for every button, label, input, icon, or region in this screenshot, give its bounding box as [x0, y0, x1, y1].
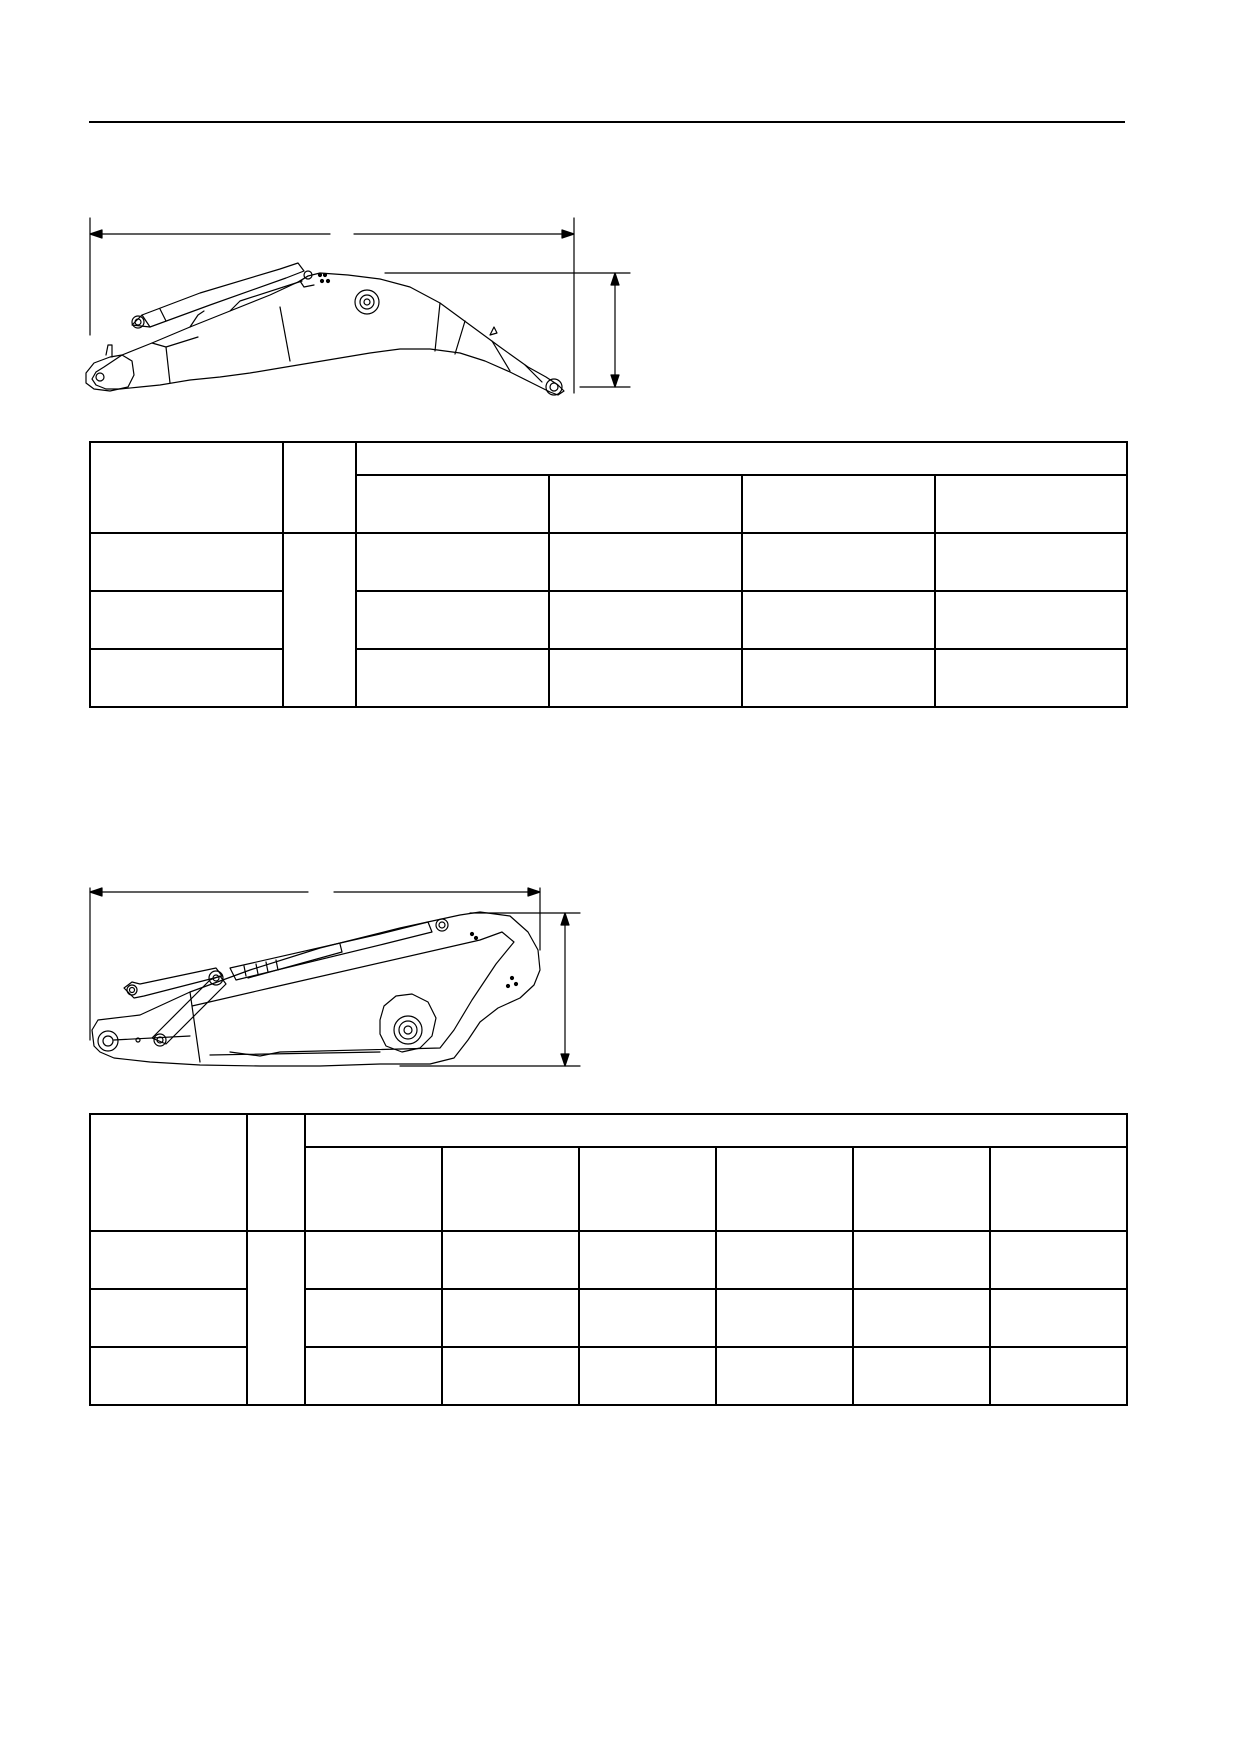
table-subheader-row — [90, 474, 1128, 534]
table-cell — [852, 1346, 991, 1406]
table-cell — [441, 1288, 580, 1348]
excavator-arm-side-view-icon — [89, 887, 581, 1067]
column-header-cell — [548, 474, 743, 534]
table-cell — [578, 1288, 717, 1348]
table-cell — [355, 590, 550, 650]
table-cell — [852, 1230, 991, 1290]
column-header-cell — [578, 1146, 717, 1232]
table-row — [89, 1346, 1129, 1406]
unit-header-cell — [282, 441, 357, 534]
table-cell — [441, 1230, 580, 1290]
arm-drawing — [80, 880, 590, 1072]
column-header-cell — [304, 1146, 443, 1232]
boom-spec-table — [89, 441, 1128, 708]
column-header-cell — [934, 474, 1128, 534]
row-label-cell — [89, 532, 284, 592]
column-header-cell — [988, 1146, 1129, 1232]
table-cell — [852, 1288, 991, 1348]
table-cell — [988, 1288, 1129, 1348]
row-label-cell — [89, 648, 284, 708]
boom-drawing — [80, 215, 640, 400]
table-cell — [715, 1288, 854, 1348]
column-header-cell — [852, 1146, 991, 1232]
table-cell — [355, 532, 550, 592]
group-header-cell — [355, 441, 1128, 476]
table-cell — [988, 1230, 1129, 1290]
row-label-cell — [89, 1230, 248, 1290]
column-header-cell — [741, 474, 936, 534]
table-cell — [578, 1346, 717, 1406]
unit-cell — [282, 532, 357, 708]
table-row — [89, 1288, 1129, 1348]
table-cell — [304, 1288, 443, 1348]
table-cell — [441, 1346, 580, 1406]
table-row — [89, 590, 1128, 650]
table-row — [89, 648, 1128, 708]
column-header-cell — [355, 474, 550, 534]
table-subheader-row — [90, 1146, 1129, 1232]
table-cell — [934, 590, 1128, 650]
row-label-cell — [89, 1288, 248, 1348]
table-cell — [304, 1230, 443, 1290]
group-header-cell — [303, 1113, 1129, 1148]
table-cell — [934, 532, 1128, 592]
unit-header-cell — [246, 1113, 306, 1232]
unit-cell — [246, 1230, 306, 1406]
excavator-boom-side-view-icon — [85, 217, 631, 396]
header-cell — [89, 1113, 248, 1232]
table-header-row — [89, 1113, 1129, 1232]
table-cell — [988, 1346, 1129, 1406]
table-cell — [548, 532, 743, 592]
table-cell — [548, 590, 743, 650]
table-cell — [578, 1230, 717, 1290]
header-rule — [89, 121, 1125, 123]
table-cell — [304, 1346, 443, 1406]
table-cell — [355, 648, 550, 708]
table-row — [89, 532, 1128, 708]
arm-spec-table — [89, 1113, 1129, 1406]
table-cell — [741, 648, 936, 708]
header-cell — [89, 441, 284, 534]
table-row — [89, 1230, 1129, 1406]
row-label-cell — [89, 590, 284, 650]
table-cell — [548, 648, 743, 708]
column-header-cell — [441, 1146, 580, 1232]
column-header-cell — [715, 1146, 854, 1232]
row-label-cell — [89, 1346, 248, 1406]
table-cell — [741, 532, 936, 592]
table-cell — [715, 1230, 854, 1290]
table-cell — [715, 1346, 854, 1406]
table-header-row — [89, 441, 1128, 534]
table-cell — [934, 648, 1128, 708]
table-cell — [741, 590, 936, 650]
